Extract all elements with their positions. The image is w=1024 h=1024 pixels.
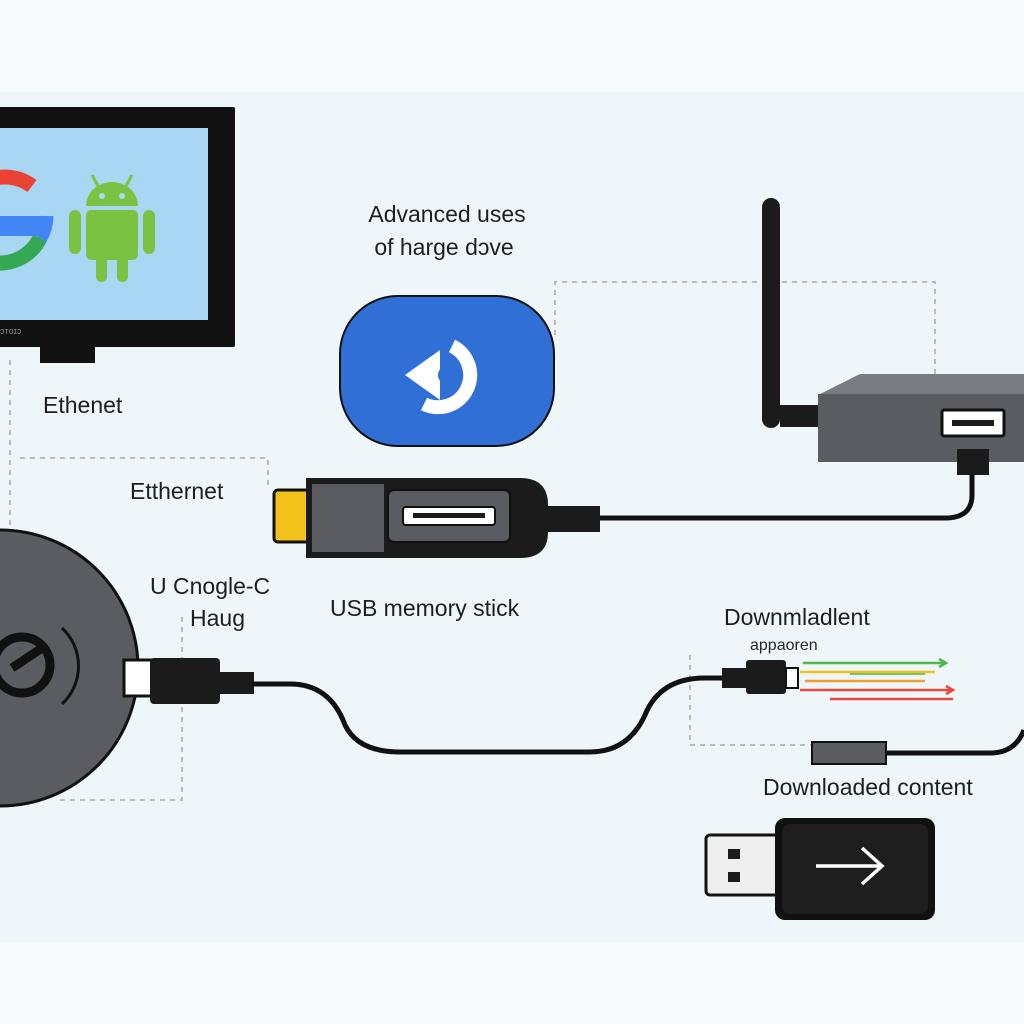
usb-plug [704, 833, 788, 897]
dashed-connectors [9, 281, 936, 801]
cable-usb-connector-icon [722, 660, 799, 694]
chromecast-puck-icon [0, 528, 254, 808]
tv-bezel-text: ɔᴛoɪɔ [0, 326, 22, 336]
tv-stand [40, 347, 95, 363]
dashed-line-download-box [689, 655, 820, 746]
dashed-line-router [554, 281, 936, 380]
data-stream-arrows [800, 657, 956, 701]
android-robot-icon [69, 174, 155, 282]
chromecast-label-line2: Haug [190, 605, 245, 631]
usb-flash-drive-icon [704, 818, 935, 920]
usb-memory-stick-label: USB memory stick [330, 595, 520, 621]
download-title-label: Downmladlent [724, 604, 870, 630]
wifi-router-icon [762, 198, 1024, 475]
ethernet-center-label: Etthernet [130, 478, 224, 504]
chromecast-label-line1: U Cnogle-C [150, 573, 270, 599]
router-cable [600, 474, 975, 521]
google-g-icon [0, 169, 54, 271]
router-antenna [762, 198, 780, 428]
right-arrow-icon [816, 846, 885, 886]
diagram-title-line1: Advanced uses [368, 201, 525, 227]
downloaded-content-label: Downloaded content [763, 774, 973, 800]
download-sub-label: appaoren [750, 637, 818, 654]
right-connector-cable [811, 728, 1024, 765]
hdmi-usb-adapter-icon [272, 478, 600, 558]
dashed-line-chromecast-bottom [60, 612, 183, 801]
diagram-title-line2: of harge dᴐve [374, 234, 513, 260]
ethernet-left-label: Ethenet [43, 392, 123, 418]
dashed-line-ethernet-left [20, 457, 269, 488]
chromecast-cable [252, 675, 724, 755]
blue-app-badge-icon [339, 295, 555, 447]
